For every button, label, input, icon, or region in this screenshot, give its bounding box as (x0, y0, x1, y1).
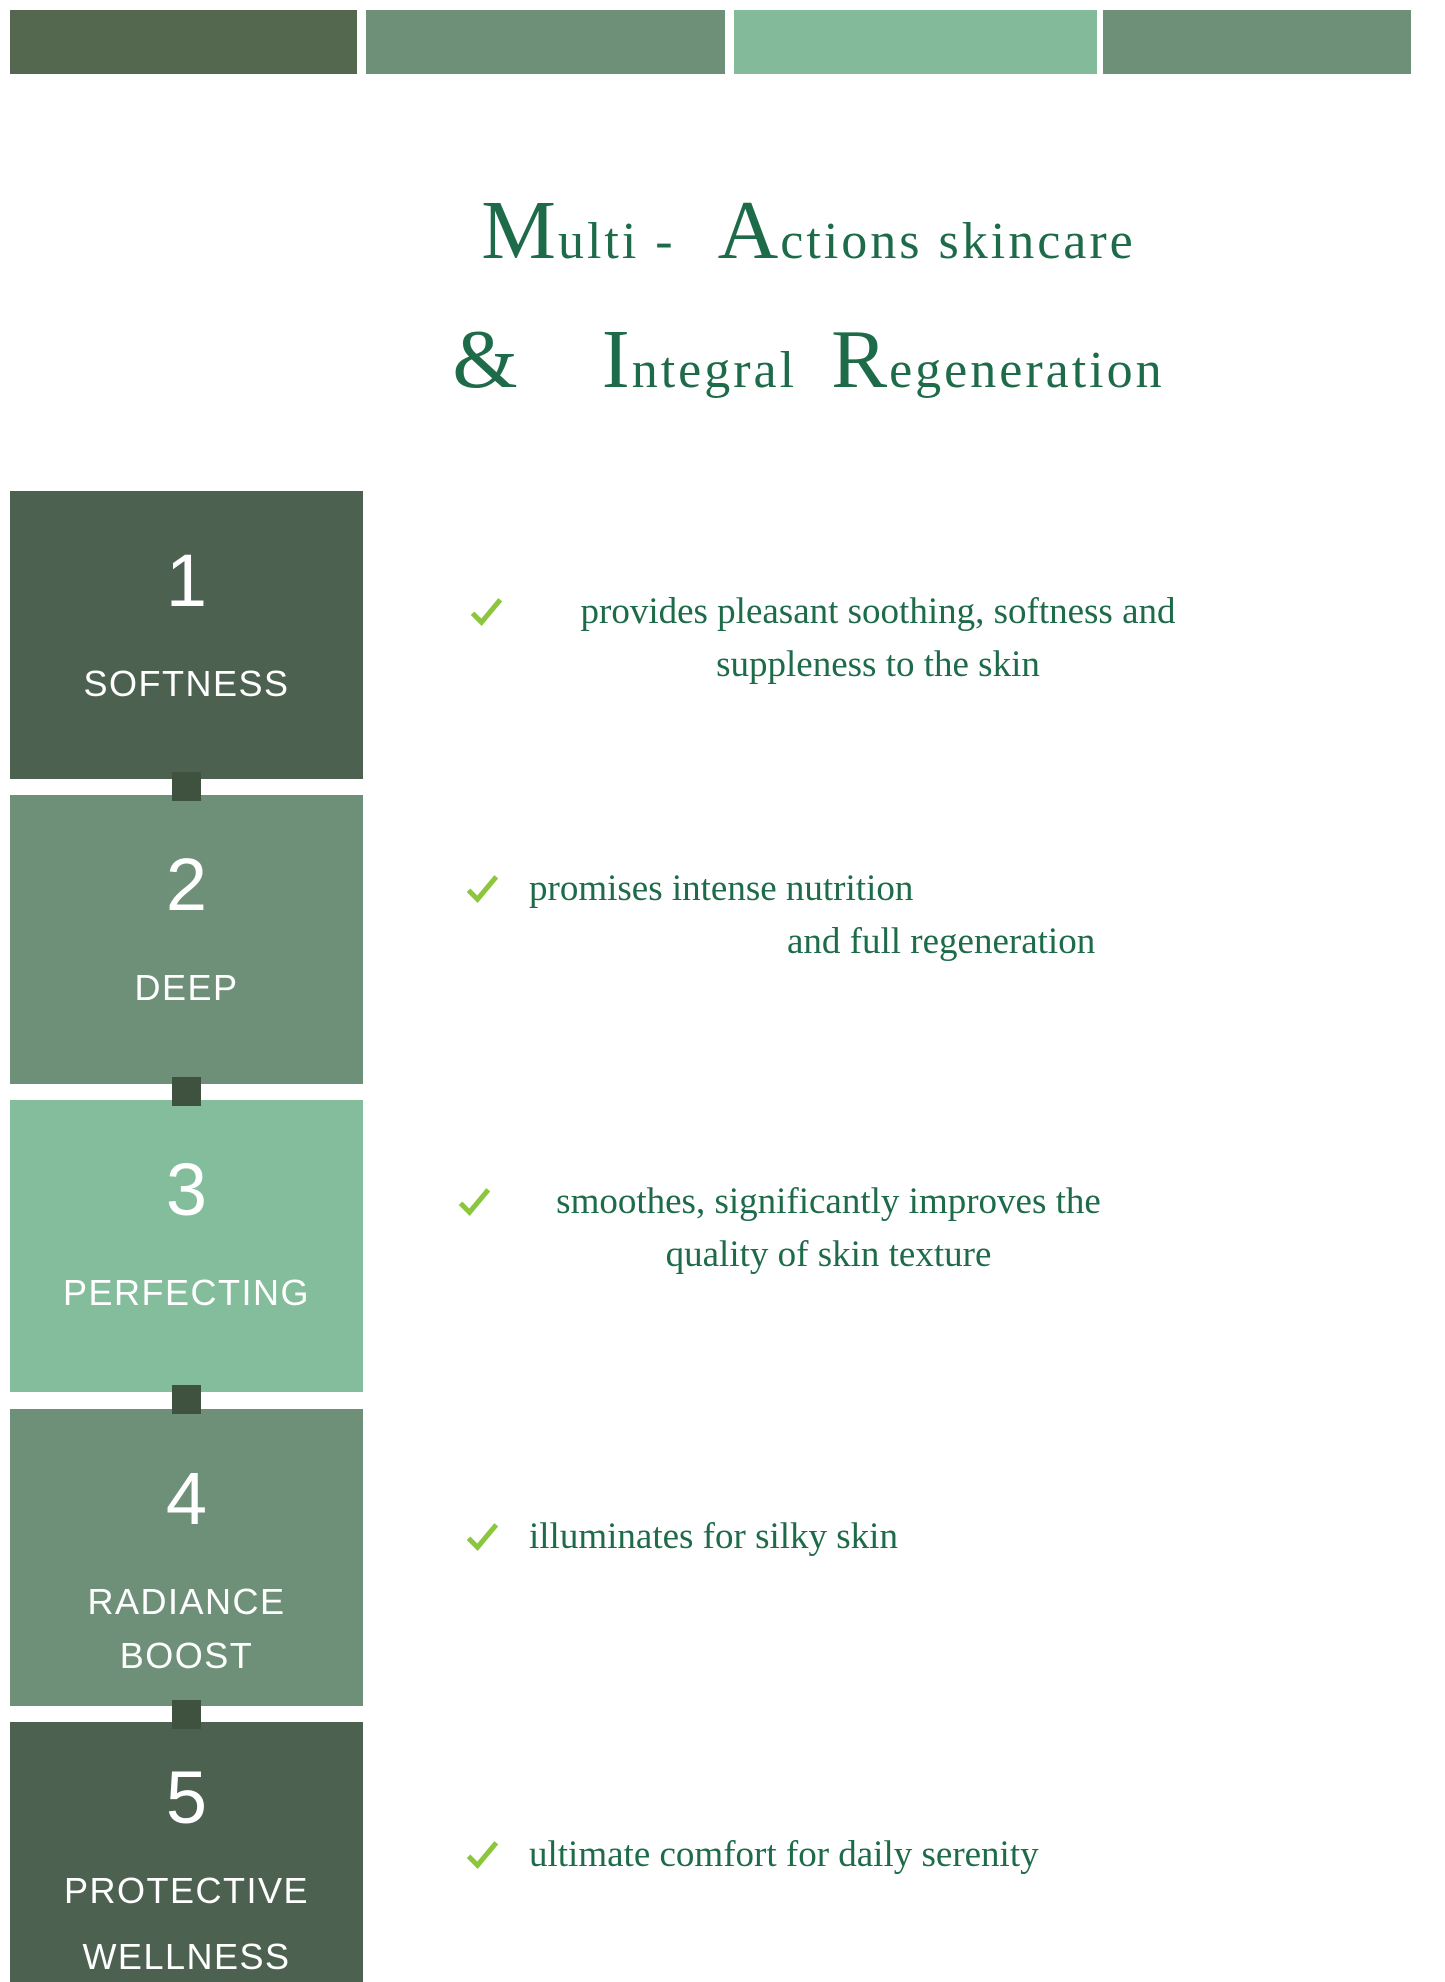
title-cap-a: A (717, 184, 781, 277)
step-connector-2 (172, 1077, 201, 1106)
benefit-line-1: illuminates for silky skin (529, 1516, 898, 1557)
title-line-1: Multi - Actions skincare (86, 178, 1445, 307)
step-label: SOFTNESS (83, 663, 290, 704)
check-icon (467, 593, 505, 629)
check-icon (455, 1183, 493, 1219)
title-cap-m: M (481, 184, 558, 277)
top-bar-segment-3 (734, 10, 1097, 74)
step-number: 5 (165, 1756, 208, 1839)
benefit-softness: provides pleasant soothing, softness and… (467, 585, 1223, 691)
title-cap-i: I (601, 313, 632, 406)
benefit-line-1: provides pleasant soothing, softness and (580, 591, 1176, 632)
step-number: 3 (165, 1148, 208, 1231)
benefit-protective-wellness: ultimate comfort for daily serenity (463, 1828, 1039, 1881)
step-label: DEEP (134, 967, 239, 1008)
step-labels: SOFTNESS (10, 657, 363, 711)
benefit-line-1: smoothes, significantly improves the (556, 1181, 1101, 1222)
benefit-text: illuminates for silky skin (529, 1510, 898, 1563)
step-label: RADIANCE (87, 1581, 286, 1622)
step-label: PERFECTING (62, 1272, 310, 1313)
benefit-line-2: and full regeneration (787, 921, 1096, 962)
top-bar-segment-4 (1103, 10, 1411, 74)
step-label-2: BOOST (119, 1635, 254, 1676)
step-labels: RADIANCE BOOST (10, 1575, 363, 1683)
benefit-line-2: suppleness to the skin (716, 644, 1040, 685)
step-connector-4 (172, 1700, 201, 1729)
benefit-deep: promises intense nutrition and full rege… (463, 862, 1095, 968)
step-number: 1 (165, 539, 208, 622)
title-ampersand: & (452, 313, 520, 406)
benefit-perfecting: smoothes, significantly improves the qua… (455, 1175, 1136, 1281)
step-connector-1 (172, 772, 201, 801)
top-bar-segment-2 (366, 10, 725, 74)
top-bar-segment-1 (10, 10, 357, 74)
step-number: 2 (165, 843, 208, 926)
step-labels: PERFECTING (10, 1266, 363, 1320)
check-icon (463, 870, 501, 906)
benefit-text: ultimate comfort for daily serenity (529, 1828, 1039, 1881)
step-label: PROTECTIVE (63, 1870, 310, 1911)
check-icon (463, 1518, 501, 1554)
step-block-1-softness: 1 SOFTNESS (10, 491, 363, 779)
title-text-integral: ntegral (631, 342, 798, 399)
step-block-5-protective-wellness: 5 PROTECTIVE WELLNESS (10, 1722, 363, 1982)
step-labels: PROTECTIVE WELLNESS (10, 1858, 363, 1982)
title-text-multi: ulti - (557, 213, 692, 270)
check-icon (463, 1836, 501, 1872)
benefit-text: promises intense nutrition and full rege… (529, 862, 1095, 968)
benefit-line-1: promises intense nutrition (529, 868, 914, 909)
benefit-radiance-boost: illuminates for silky skin (463, 1510, 898, 1563)
step-block-2-deep: 2 DEEP (10, 795, 363, 1084)
page-title: Multi - Actions skincare &Integral Regene… (86, 178, 1445, 436)
step-labels: DEEP (10, 961, 363, 1015)
benefit-text: provides pleasant soothing, softness and… (533, 585, 1223, 691)
step-connector-3 (172, 1385, 201, 1414)
title-text-regeneration: egeneration (889, 342, 1165, 399)
step-label-2: WELLNESS (82, 1936, 291, 1977)
title-cap-r: R (831, 313, 890, 406)
step-block-3-perfecting: 3 PERFECTING (10, 1100, 363, 1392)
title-text-actions-skincare: ctions skincare (780, 213, 1136, 270)
step-block-4-radiance-boost: 4 RADIANCE BOOST (10, 1409, 363, 1706)
step-number: 4 (165, 1457, 208, 1540)
title-line-2: &Integral Regeneration (86, 307, 1445, 436)
benefit-line-1: ultimate comfort for daily serenity (529, 1834, 1039, 1875)
benefit-text: smoothes, significantly improves the qua… (521, 1175, 1136, 1281)
benefit-line-2: quality of skin texture (665, 1234, 992, 1275)
